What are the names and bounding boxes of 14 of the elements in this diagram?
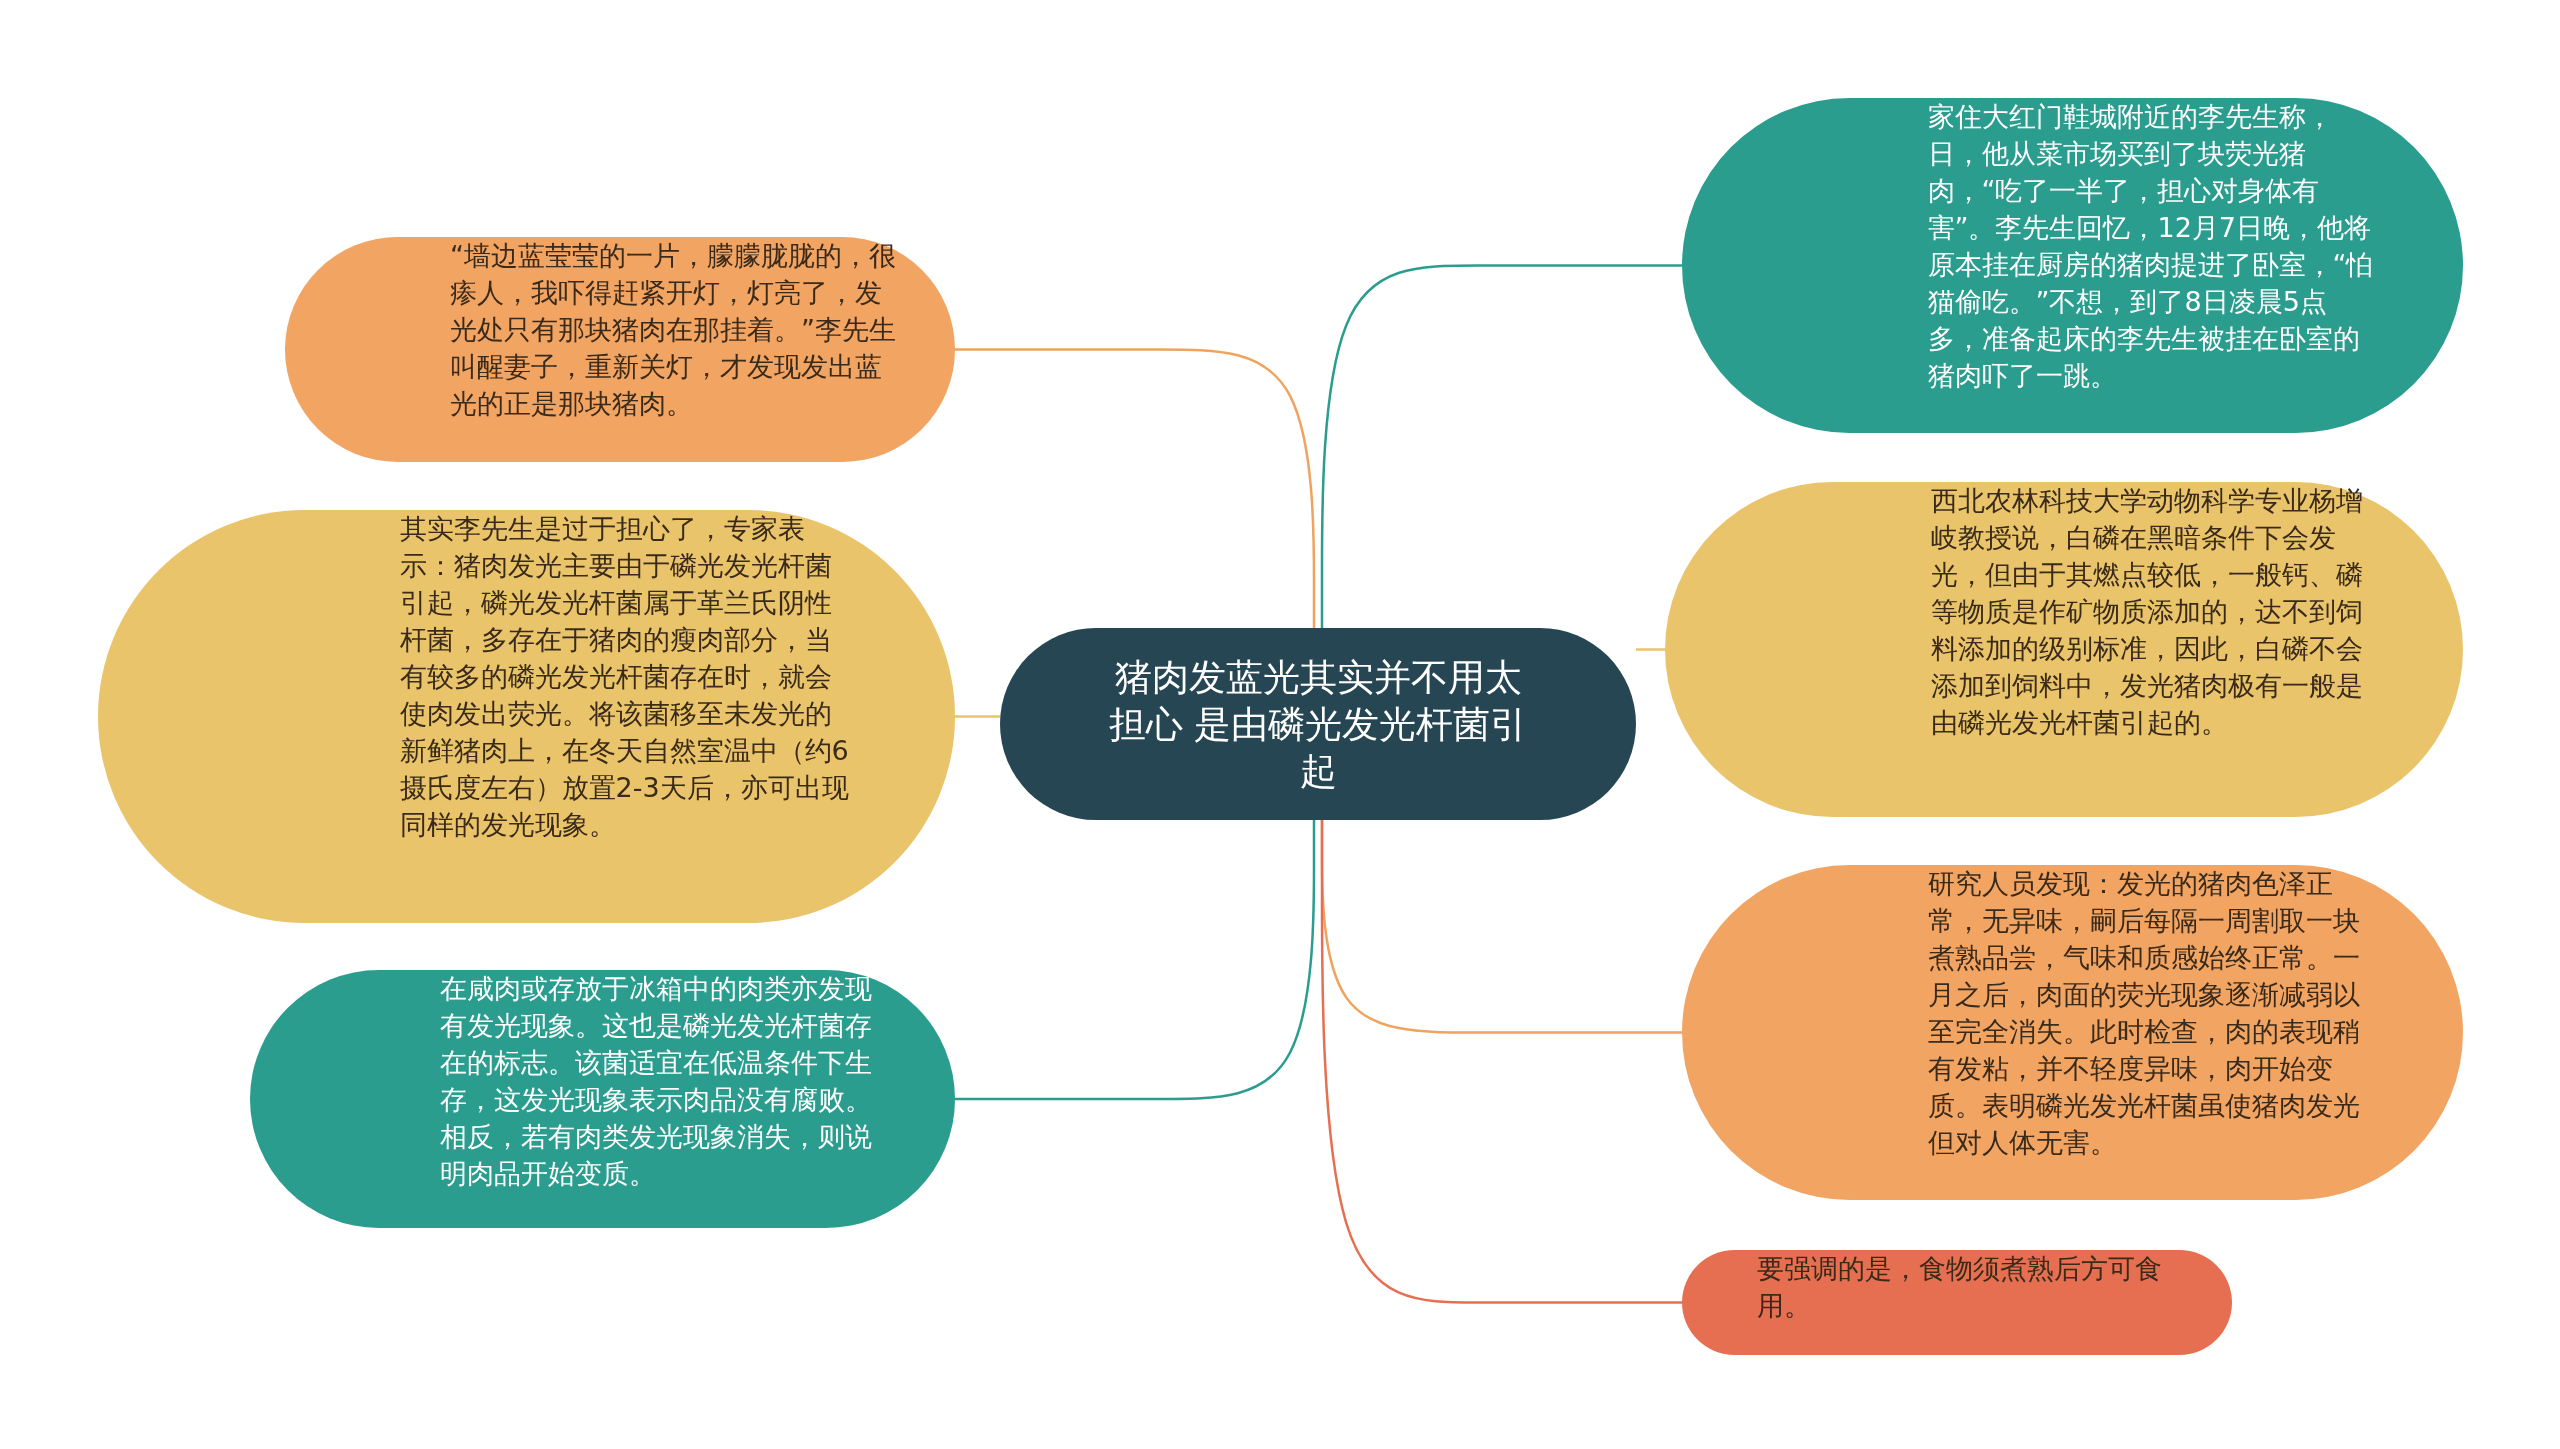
connector-line bbox=[1636, 648, 1665, 651]
node-text: “墙边蓝莹莹的一片，朦朦胧胧的，很瘆人，我吓得赶紧开灯，灯亮了，发光处只有那块猪肉在那挂着。”李先生叫醒妻子，重新关灯，才发现发出蓝光的正是那块猪肉。 bbox=[450, 239, 897, 421]
connector-line bbox=[1320, 820, 1682, 1304]
topic-text: 猪肉发蓝光其实并不用太担心 是由磷光发光杆菌引起 bbox=[1107, 654, 1529, 795]
connector-line bbox=[1320, 264, 1682, 628]
node-text: 在咸肉或存放于冰箱中的肉类亦发现有发光现象。这也是磷光发光杆菌存在的标志。该菌适宜在低温条件下生存，这发光现象表示肉品没有腐败。相反，若有肉类发光现象消失，则说明肉品开始变质。 bbox=[439, 972, 873, 1191]
node-text: 其实李先生是过于担心了，专家表示：猪肉发光主要由于磷光发光杆菌引起，磷光发光杆菌属于革兰氏阴性杆菌，多存在于猪肉的瘦肉部分，当有较多的磷光发光杆菌存在时，就会使肉发出荧光。将该菌移至未发光的新鲜猪肉上，在冬天自然室温中（约6摄氏度左右）放置2-3天后，亦可出现同样的发光现象。 bbox=[399, 512, 850, 842]
connector-line bbox=[955, 715, 1000, 718]
node-text: 研究人员发现：发光的猪肉色泽正常，无异味，嗣后每隔一周割取一块煮熟品尝，气味和质感始终正常。一月之后，肉面的荧光现象逐渐减弱以至完全消失。此时检查，肉的表现稍有发粘，并不轻度异味，肉开始变质。表明磷光发光杆菌虽使猪肉发光但对人体无害。 bbox=[1927, 867, 2361, 1160]
node-text: 家住大红门鞋城附近的李先生称，日，他从菜市场买到了块荧光猪肉，“吃了一半了，担心对身体有害”。李先生回忆，12月7日晚，他将原本挂在厨房的猪肉提进了卧室，“怕猫偷吃。”不想，到了8日凌晨5点多，准备起床的李先生被挂在卧室的猪肉吓了一跳。 bbox=[1927, 100, 2375, 393]
connector-line bbox=[955, 348, 1316, 628]
node-text: 西北农林科技大学动物科学专业杨增岐教授说，白磷在黑暗条件下会发光，但由于其燃点较低，一般钙、磷等物质是作矿物质添加的，达不到饲料添加的级别标准，因此，白磷不会添加到饲料中，发光猪肉极有一般是由磷光发光杆菌引起的。 bbox=[1931, 484, 2364, 740]
node-text: 要强调的是，食物须煮熟后方可食用。 bbox=[1757, 1252, 2163, 1323]
connector-line bbox=[955, 820, 1316, 1101]
